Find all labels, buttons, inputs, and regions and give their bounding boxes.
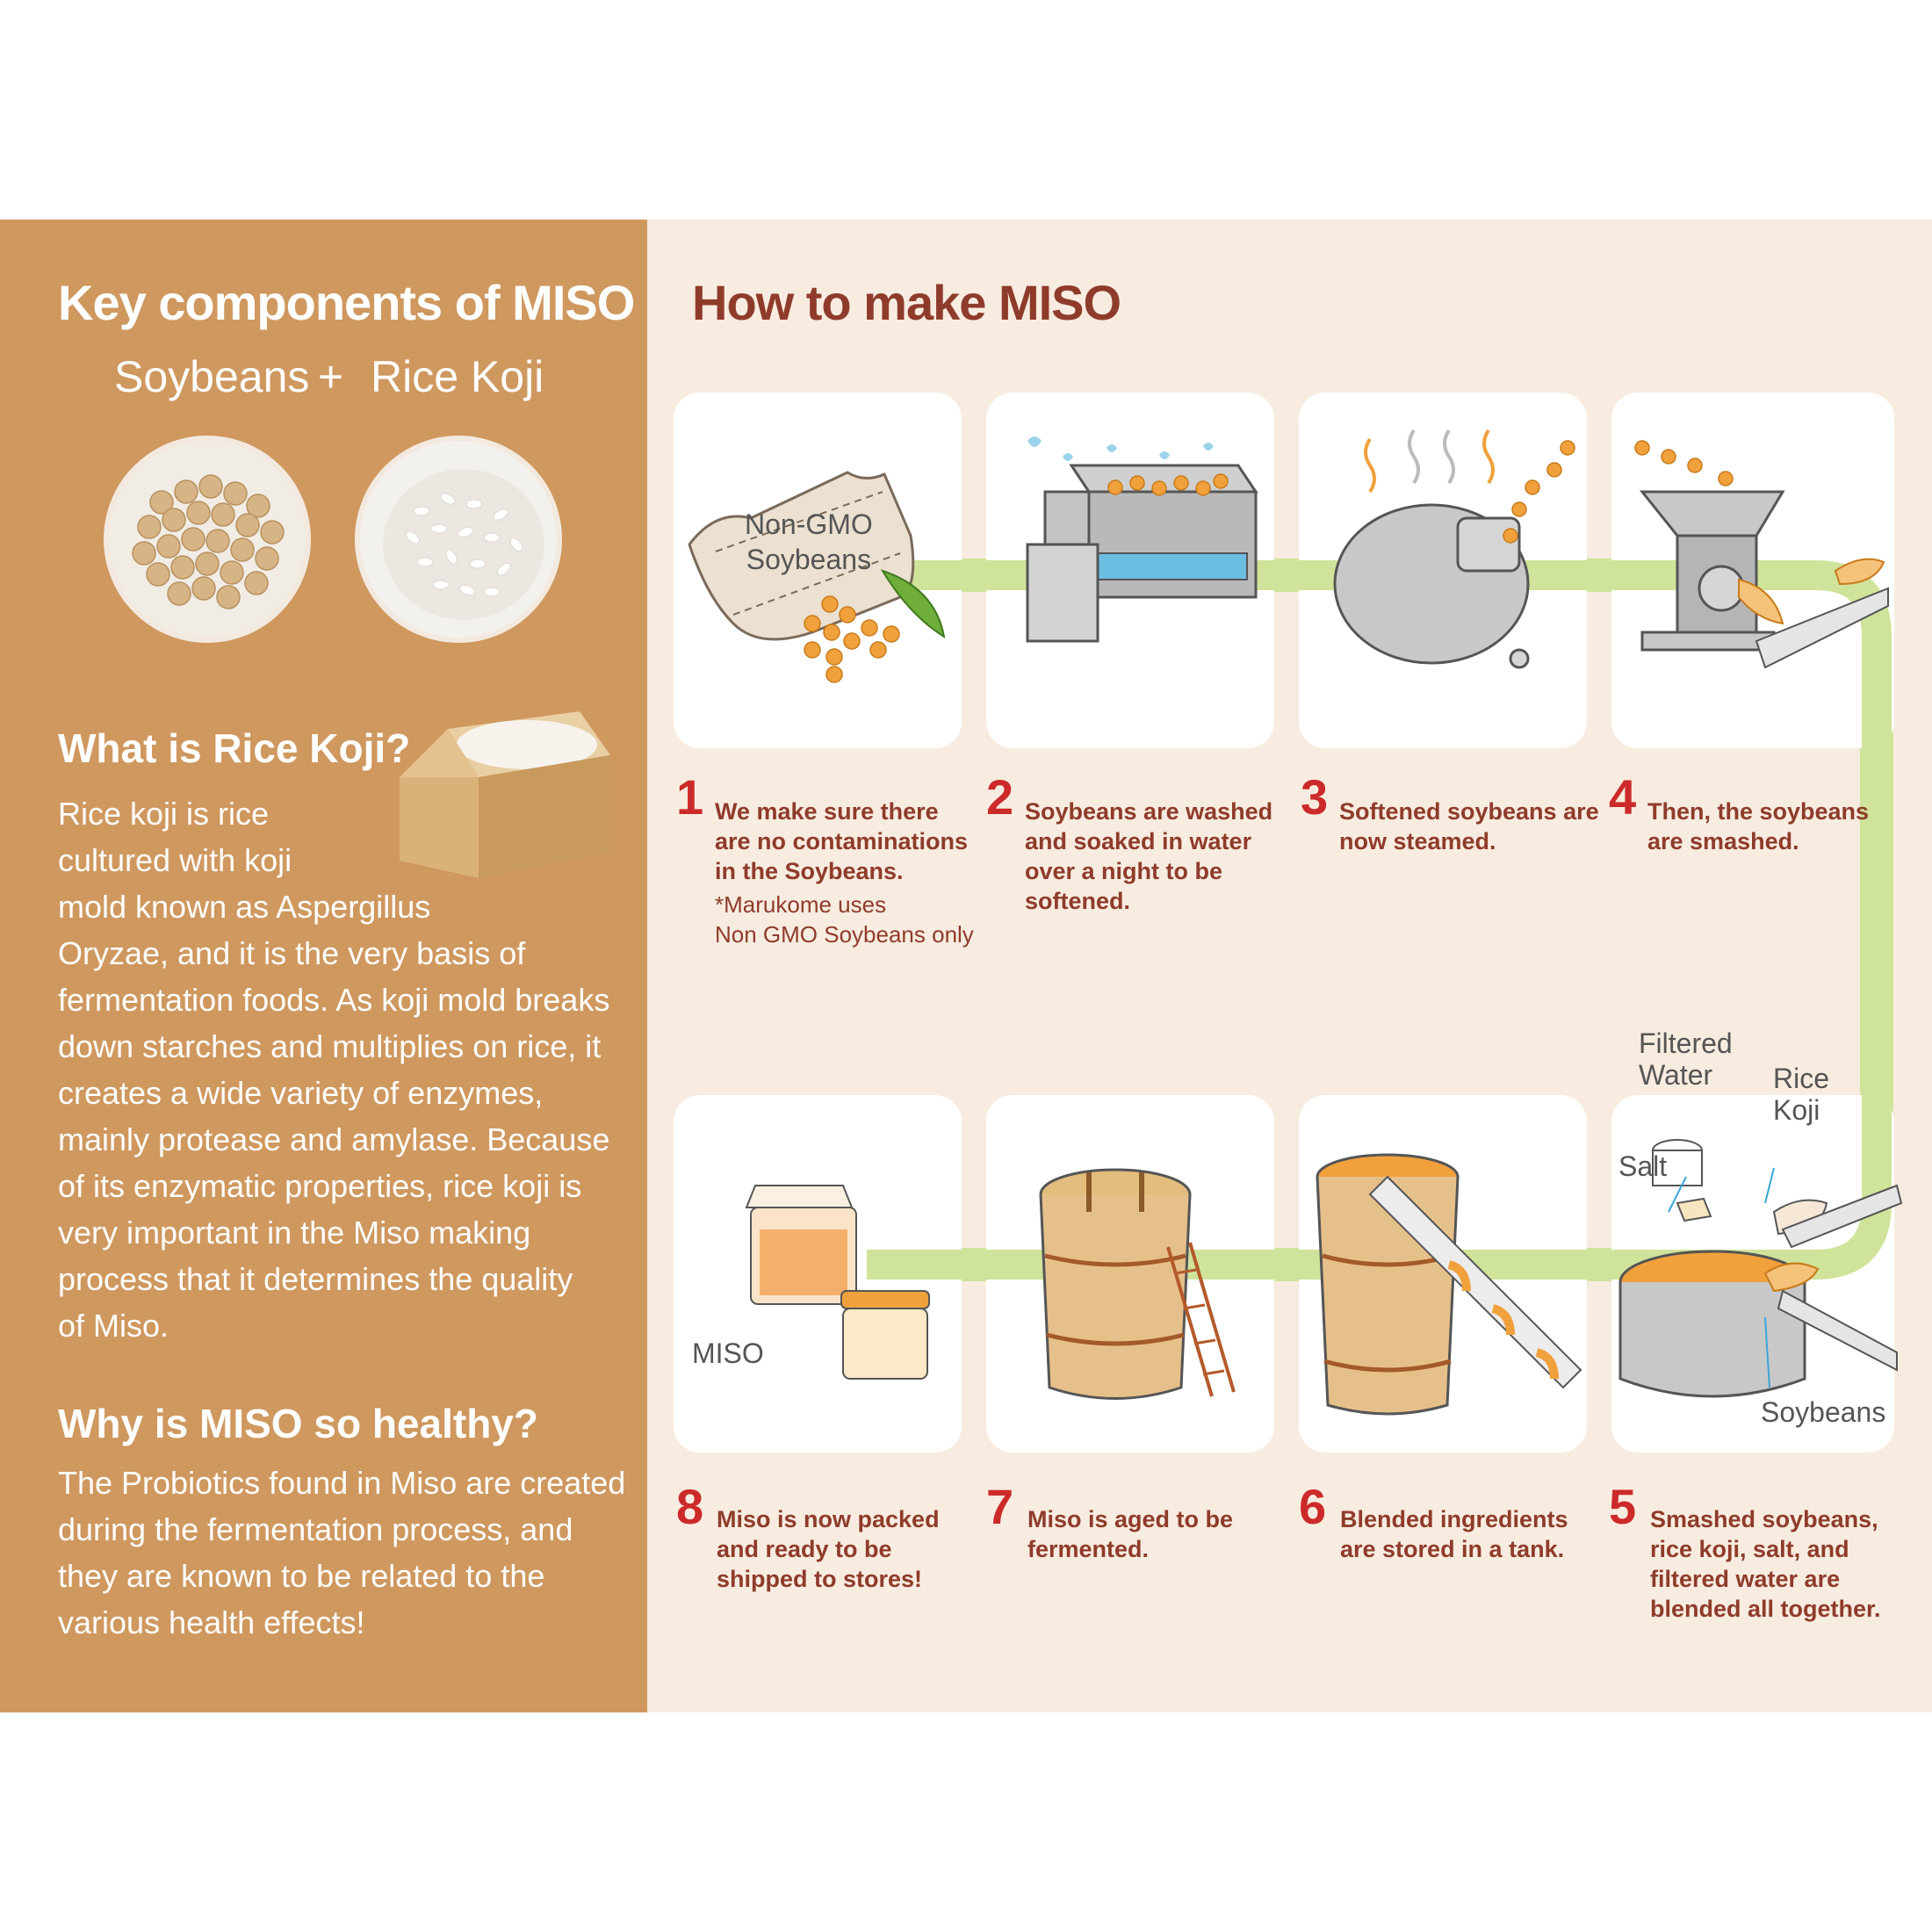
soybean-sack-illustration <box>688 471 946 683</box>
step-1-note: *Marukome uses Non GMO Soybeans only <box>715 891 974 948</box>
salt-label: Salt <box>1618 1150 1668 1182</box>
aging-barrel-illustration <box>1039 1168 1236 1400</box>
grinder-illustration <box>1634 440 1889 669</box>
key-components-title: Key components of MISO <box>58 275 635 330</box>
step-2-number: 2 <box>986 769 1014 825</box>
step-1-text: We make sure there are no contaminations… <box>715 798 969 884</box>
washing-machine-illustration <box>1026 436 1258 643</box>
plus-sign: + <box>318 352 344 401</box>
sack-label: Non-GMO Soybeans <box>745 508 873 575</box>
step-6-number: 6 <box>1299 1479 1327 1534</box>
soybeans-ingredient-label: Soybeans <box>1761 1396 1886 1428</box>
steamer-illustration <box>1333 429 1575 669</box>
step-3-text: Softened soybeans are now steamed. <box>1339 798 1599 854</box>
step-5-text: Smashed soybeans, rice koji, salt, and f… <box>1650 1506 1881 1622</box>
step-6-text: Blended ingredients are stored in a tank… <box>1340 1506 1568 1562</box>
step-5-number: 5 <box>1609 1479 1637 1534</box>
healthy-description: The Probiotics found in Miso are created… <box>58 1465 626 1640</box>
rice-koji-description: Rice koji is rice cultured with koji mol… <box>58 796 610 1344</box>
step-8-number: 8 <box>676 1479 704 1534</box>
healthy-heading: Why is MISO so healthy? <box>58 1401 538 1446</box>
step-4-text: Then, the soybeans are smashed. <box>1647 798 1870 854</box>
koji-box-illustration <box>400 711 610 878</box>
step-2-text: Soybeans are washed and soaked in water … <box>1025 798 1273 914</box>
rice-koji-ingredient-label: Rice Koji <box>1773 1063 1830 1126</box>
rice-koji-heading: What is Rice Koji? <box>58 725 411 771</box>
rice-koji-photo <box>355 436 562 643</box>
soybeans-photo <box>104 436 311 643</box>
step-7-text: Miso is aged to be fermented. <box>1027 1506 1234 1562</box>
step-4-number: 4 <box>1609 769 1637 825</box>
miso-label: MISO <box>692 1337 764 1369</box>
miso-packages-illustration <box>745 1185 930 1380</box>
step-1-number: 1 <box>676 769 704 825</box>
storage-tank-illustration <box>1316 1153 1582 1416</box>
soybeans-label: Soybeans <box>114 352 310 401</box>
rice-koji-label: Rice Koji <box>371 352 544 401</box>
filtered-water-label: Filtered Water <box>1639 1027 1733 1091</box>
step-8-text: Miso is now packed and ready to be shipp… <box>717 1506 940 1592</box>
left-panel <box>0 220 647 1712</box>
step-7-number: 7 <box>986 1479 1014 1534</box>
how-to-make-title: How to make MISO <box>692 275 1121 330</box>
step-3-number: 3 <box>1301 769 1329 825</box>
mixer-illustration <box>1618 1139 1903 1398</box>
